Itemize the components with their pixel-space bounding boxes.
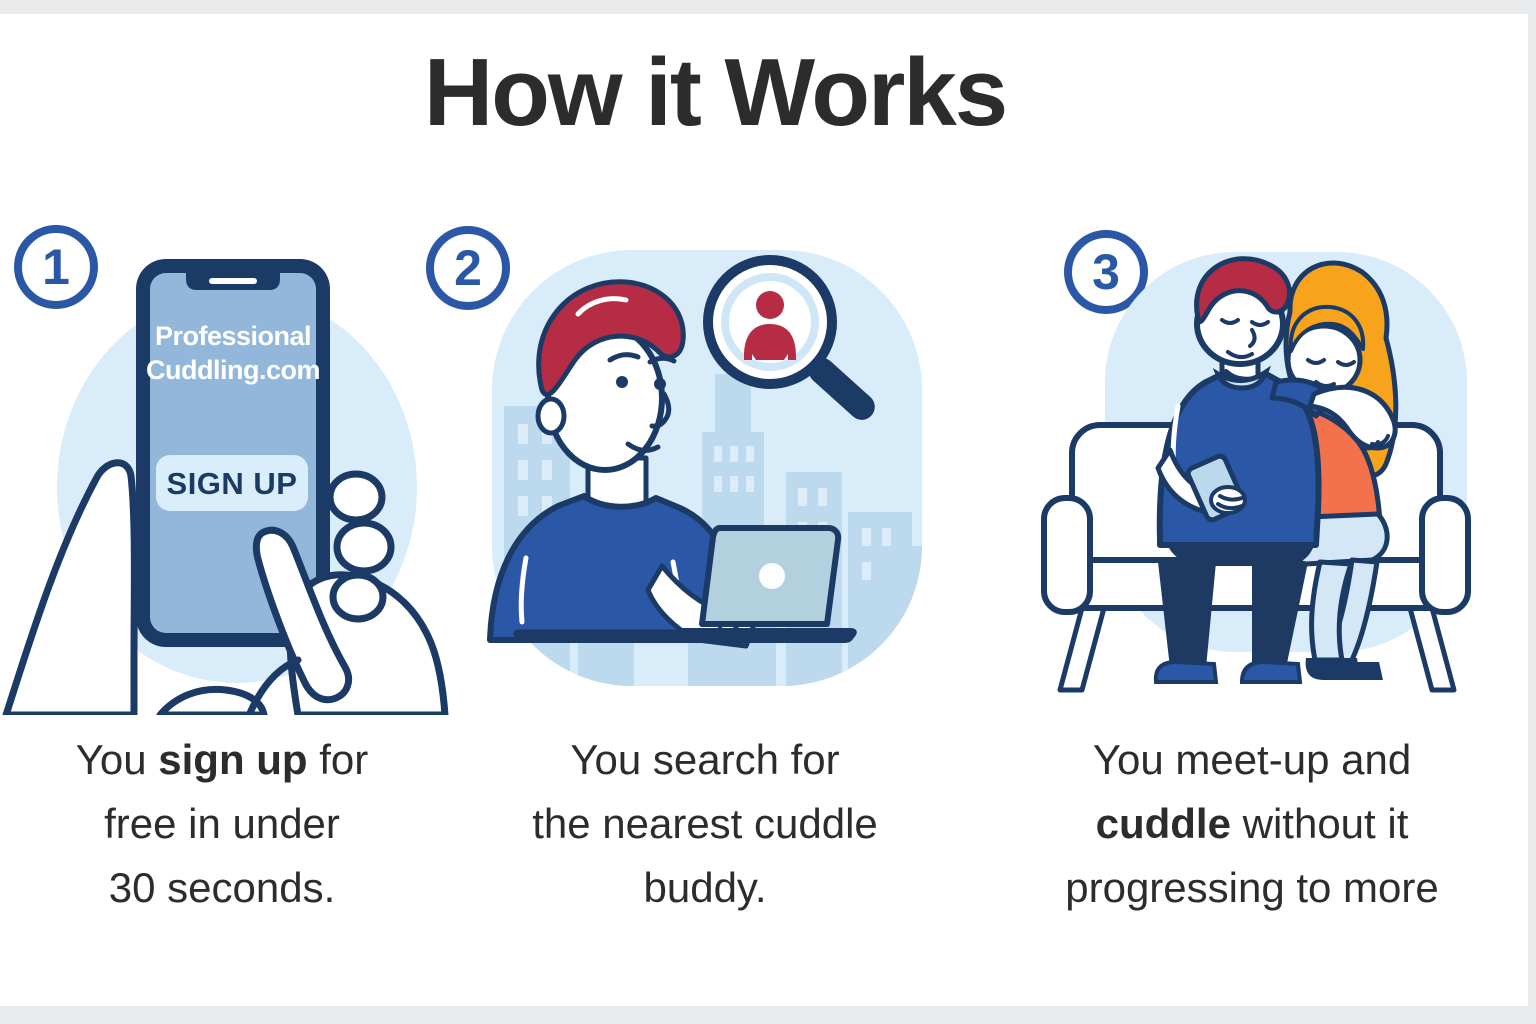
pant-leg-right (1252, 562, 1308, 668)
phone-brand-line1: Professional (155, 321, 311, 351)
laptop-logo (759, 563, 785, 589)
magnifier-handle (808, 357, 875, 420)
cuddling-couple-graphic (1041, 252, 1471, 693)
step-2-illustration (430, 210, 950, 710)
step-3-badge: 3 (1064, 230, 1148, 314)
step-2-badge: 2 (426, 226, 510, 310)
collar (1212, 365, 1272, 391)
blue-shoe-left (1153, 659, 1219, 684)
step-2-caption: You search for the nearest cuddle buddy. (505, 728, 905, 919)
couch-armrest-left (1041, 495, 1093, 615)
caption-line: free in under (104, 799, 340, 847)
man-red-hair (1194, 256, 1292, 325)
step-3-illustration (1020, 210, 1536, 710)
left-hand-graphic (2, 459, 268, 715)
person-icon (744, 291, 796, 360)
caption-line: cuddle without it (1095, 799, 1409, 847)
step-3-caption: You meet-up and cuddle without it progre… (1032, 728, 1472, 919)
pointing-hand-graphic (246, 470, 449, 715)
pant-leg-left (1158, 562, 1216, 668)
step-1-caption: You sign up for free in under 30 seconds… (22, 728, 422, 919)
flat-shoe-2 (1333, 662, 1383, 680)
man-graphic (1153, 256, 1398, 684)
couch-seat (1047, 557, 1445, 611)
caption-line: progressing to more (1065, 863, 1439, 911)
signup-button-label: SIGN UP (167, 466, 298, 501)
caption-line: the nearest cuddle (532, 799, 878, 847)
caption-line: You sign up for (75, 736, 369, 783)
laptop-graphic (677, 525, 857, 643)
step-2-number: 2 (454, 240, 482, 296)
laptop-base (677, 628, 857, 643)
caption-line: You search for (570, 736, 840, 783)
step-3-number: 3 (1092, 244, 1120, 300)
red-hair (536, 279, 686, 397)
step-1-number: 1 (42, 239, 70, 295)
phone-brand-line2: Cuddling.com (146, 355, 320, 385)
couch-armrest-right (1419, 495, 1471, 615)
arm-around-shoulder (1307, 384, 1398, 451)
caption-line: You meet-up and (1092, 736, 1412, 783)
index-finger (252, 526, 352, 704)
search-magnifier-icon (703, 255, 875, 420)
signup-phone-graphic: Professional Cuddling.com SIGN UP (2, 259, 449, 715)
caption-line: 30 seconds. (108, 863, 336, 911)
page-title: How it Works (423, 39, 1008, 146)
ear (535, 396, 567, 436)
step-1-illustration: Professional Cuddling.com SIGN UP (0, 215, 450, 715)
couch-leg-left (1057, 605, 1107, 693)
couch-leg-right (1407, 605, 1457, 693)
phone-speaker (209, 278, 257, 284)
blue-shoe-right (1239, 659, 1303, 684)
hair-fringe (1288, 304, 1366, 353)
signup-button (156, 455, 308, 511)
caption-line: buddy. (643, 863, 767, 911)
step-1-badge: 1 (14, 225, 98, 309)
search-laptop-graphic (487, 250, 922, 686)
